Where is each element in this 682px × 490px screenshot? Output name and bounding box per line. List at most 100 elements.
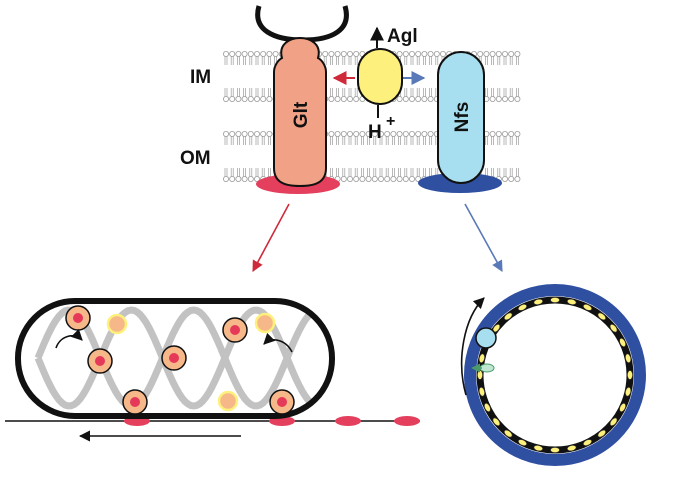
rotation-arrow-icon [460, 297, 485, 396]
lipid-head [408, 175, 415, 182]
lipid-head [489, 96, 496, 103]
lipid-head [501, 96, 508, 103]
lipid-head [253, 175, 260, 182]
lipid-head [396, 96, 403, 103]
lipid-head [222, 130, 229, 137]
nfs-complex-dot [477, 370, 483, 380]
lipid-head [390, 130, 397, 137]
nfs-complex-dot [625, 353, 632, 364]
lipid-head [340, 96, 347, 103]
nfs-complex-dot [517, 304, 528, 311]
lipid-head [353, 96, 360, 103]
agl-label: Agl [387, 26, 418, 47]
green-marker [479, 363, 495, 373]
nfs-complex-dot [550, 297, 560, 303]
lipid-head [235, 175, 242, 182]
rotation-arrow-icon [263, 332, 293, 353]
lipid-head [396, 175, 403, 182]
nfs-complex-dot [609, 324, 618, 333]
glt-label: Glt [291, 101, 312, 128]
lipid-head [266, 51, 273, 58]
lipid-head [433, 51, 440, 58]
glt-loop [255, 5, 349, 43]
lipid-head [266, 96, 273, 103]
nfs-complex-dot [566, 298, 577, 305]
lipid-head [346, 175, 353, 182]
lipid-head [396, 51, 403, 58]
lipid-head [235, 96, 242, 103]
lipid-head [328, 96, 335, 103]
lipid-head [501, 175, 508, 182]
nfs-complex-dot [597, 429, 606, 438]
nfs-complex-dot [597, 312, 606, 321]
nfs-complex-dot [478, 353, 485, 364]
lipid-head [334, 130, 341, 137]
nfs-complex-dot [625, 386, 632, 397]
proton-label: H [368, 122, 382, 143]
lipid-head [322, 51, 329, 58]
lipid-head [427, 51, 434, 58]
lipid-head [272, 51, 279, 58]
lipid-head [396, 130, 403, 137]
lipid-head [415, 96, 422, 103]
lipid-head [514, 96, 521, 103]
nfs-complex-dot [627, 370, 633, 380]
lipid-head [427, 96, 434, 103]
free-complex [106, 313, 128, 335]
glt-zoom-arrow [252, 203, 290, 272]
lipid-head [384, 175, 391, 182]
focal-complex-core [230, 325, 240, 335]
nfs-cell-panel [460, 284, 646, 466]
lipid-head [340, 51, 347, 58]
lipid-head [514, 175, 521, 182]
focal-complex-core [130, 397, 140, 407]
lipid-head [377, 130, 384, 137]
lipid-head [260, 51, 267, 58]
lipid-head [371, 130, 378, 137]
lipid-head [241, 175, 248, 182]
lipid-head [477, 51, 484, 58]
glt-protein [273, 36, 327, 188]
lipid-head [328, 130, 335, 137]
lipid-head [334, 96, 341, 103]
glt-complex: Glt [255, 5, 349, 194]
free-complex [254, 312, 276, 334]
nfs-complex-dot [619, 402, 626, 413]
lipid-head [402, 175, 409, 182]
lipid-head [495, 130, 502, 137]
proton-charge: + [386, 113, 395, 130]
focal-complex-core [73, 313, 83, 323]
nfs-complex-dot [609, 417, 618, 426]
lipid-head [260, 96, 267, 103]
focal-adhesion-complexes [65, 305, 295, 415]
lipid-head [353, 175, 360, 182]
lipid-head [253, 96, 260, 103]
lipid-head [384, 130, 391, 137]
lipid-head [508, 175, 515, 182]
focal-complex-core [277, 397, 287, 407]
focal-complex-core [169, 353, 179, 363]
lipid-head [489, 51, 496, 58]
lipid-head [421, 96, 428, 103]
lipid-head [501, 130, 508, 137]
lipid-head [353, 51, 360, 58]
spore-coat [464, 284, 646, 466]
free-complex [217, 390, 239, 412]
lipid-head [508, 130, 515, 137]
lipid-head [247, 51, 254, 58]
lipid-head [365, 175, 372, 182]
nfs-complex-dot [533, 445, 544, 452]
lipid-head [483, 51, 490, 58]
spore-envelope [476, 296, 634, 454]
lipid-head [421, 51, 428, 58]
lipid-head [501, 51, 508, 58]
lipid-head [328, 51, 335, 58]
nfs-complex-dot [619, 337, 626, 348]
lipid-head [495, 51, 502, 58]
nfs-complex-dot [533, 298, 544, 305]
lipid-head [241, 130, 248, 137]
lipid-head [222, 175, 229, 182]
lipid-head [514, 130, 521, 137]
lipid-head [514, 51, 521, 58]
lipid-head [359, 130, 366, 137]
